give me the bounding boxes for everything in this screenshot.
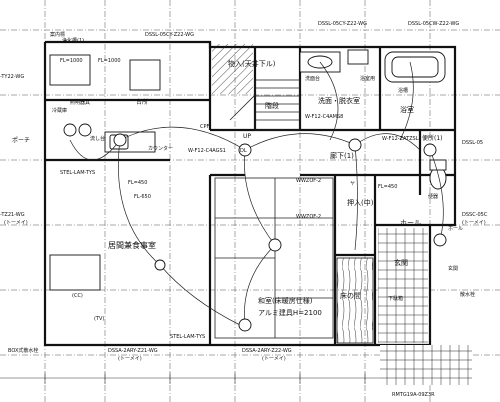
label-entry-h: ホール (448, 226, 463, 232)
label-left-ty: -TY22-WG (0, 74, 24, 80)
label-sink: 流し台 (90, 135, 105, 142)
label-lam-mid: STEL-LAM-TYS (170, 334, 205, 340)
label-bottom-sub-left: (トーメイ) (118, 356, 142, 362)
label-up: UP (243, 133, 251, 140)
porch-tile (380, 345, 472, 385)
tokonoma-wood (336, 257, 374, 344)
label-septic: 浄化槽(1) (62, 37, 84, 44)
label-right-dssl: DSSL-05 (462, 140, 483, 146)
room-label-living: 居間兼食事室 (108, 240, 156, 250)
room-label-kitchen: 台所 (136, 98, 148, 106)
label-cpf: CPF (200, 124, 210, 130)
label-left-sub: (トーメイ) (4, 220, 28, 226)
label-guide: 案内標 (50, 31, 65, 38)
room-label-hall-entry: ホール (400, 219, 421, 227)
label-right-sub: (トーメイ) (462, 220, 486, 226)
room-label-storage: 物入(天井下ル) (228, 59, 276, 68)
label-wwzof-a: WWZOF-2 (296, 178, 321, 184)
stairs (229, 79, 301, 131)
attic-storage-hatch (212, 44, 253, 94)
label-cc: (CC) (72, 293, 83, 299)
room-label-japanese-sub: アルミ建具H=2100 (258, 308, 322, 317)
label-fl-hall: FL=450 (378, 184, 397, 190)
room-label-japanese: 和室(床暖房仕様) (258, 296, 313, 305)
label-left-tz: -TZ21-WG (0, 212, 25, 218)
label-toilet-fix: 便器 (428, 193, 438, 200)
label-dssl-top-far-right: DSSL-05CW-Z22-WG (408, 21, 459, 27)
label-fl-mid: FL=1000 (98, 58, 121, 64)
room-label-hall: 廊下(1) (330, 151, 354, 160)
room-label-washroom: 洗面・脱衣室 (318, 96, 360, 105)
label-dssl-top-right: DSSL-05CY-Z22-WG (318, 21, 367, 27)
room-label-closet: 押入(中) (347, 198, 374, 207)
room-label-toilet: 便所(1) (422, 134, 443, 142)
label-fridge: 冷蔵庫 (52, 107, 67, 114)
label-counter: カウンター (148, 145, 173, 152)
electrical-wiring (69, 61, 444, 326)
label-mark: ヤ (350, 181, 355, 187)
label-box-hydrant: BOX式散水栓 (8, 347, 38, 354)
label-fl2: FL-650 (134, 194, 151, 200)
label-fl-left: FL=1000 (60, 58, 83, 64)
label-dl: DL (240, 148, 247, 154)
label-right-dssc: DSSC-05C (462, 212, 488, 218)
room-label-stairs: 階段 (265, 101, 279, 110)
label-entry-b: 玄関 (448, 265, 458, 272)
label-dssa-bottom-right: DSSA-2ARY-Z22-WG (242, 348, 292, 354)
entrance-tile (378, 228, 428, 343)
dimension-lines (0, 372, 380, 384)
label-basin: 洗面台 (305, 75, 320, 82)
label-shoe-box: 下駄箱 (388, 295, 403, 302)
label-dssl-top-mid: DSSL-05CY-Z22-WG (145, 32, 194, 38)
label-bath-fix: 浴室用 (360, 75, 375, 82)
room-label-tokonoma: 床の間 (340, 291, 361, 300)
light-fixtures (113, 133, 447, 332)
tatami-grid (214, 177, 334, 339)
label-fl-kitchen: FL=450 (128, 180, 147, 186)
label-bottom-sub-right: (トーメイ) (262, 356, 286, 362)
label-hall-window: W-F12-C4AGS1 (188, 148, 226, 154)
label-bath-door: W-F12-ZATZSL (382, 136, 419, 142)
label-dssa-bottom-left: DSSA-2ARY-Z21-WG (108, 348, 158, 354)
kitchen-fixtures (49, 54, 161, 291)
room-label-porch: ポーチ (12, 136, 30, 144)
label-washroom-window: W-F12-C4AMS8 (305, 114, 343, 120)
label-tv: (TV) (94, 316, 104, 322)
label-tub: 浴槽 (398, 87, 408, 94)
room-label-entrance: 玄関 (394, 258, 408, 267)
label-rmtg: RMTG19A-09Z3R (392, 392, 435, 398)
label-wwzof-b: WWZOF-2 (296, 214, 321, 220)
label-fixture: 照明器具 (70, 100, 90, 106)
room-label-bath: 浴室 (400, 105, 414, 114)
label-lam-left: STEL-LAM-TYS (60, 170, 95, 176)
label-hydrant: 散水栓 (460, 291, 475, 298)
